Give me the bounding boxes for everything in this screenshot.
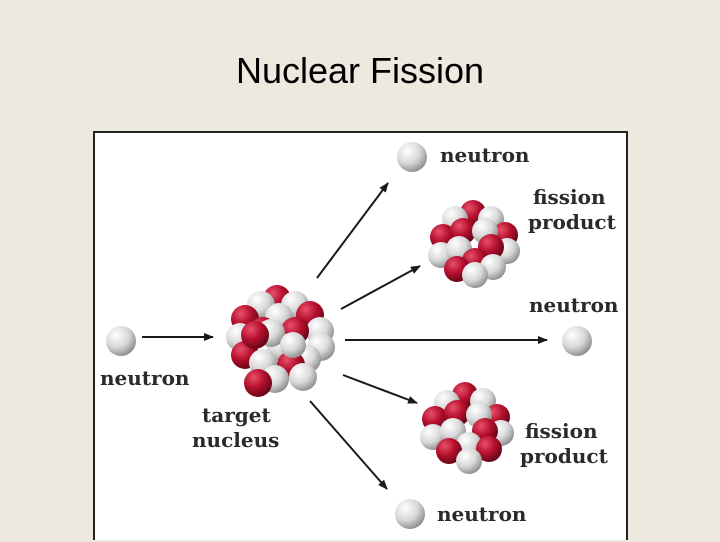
fission-product-top-particles: [428, 200, 520, 288]
target-nucleus-particles: [226, 285, 335, 397]
label-product-bottom-line2: product: [520, 444, 609, 468]
label-target-line2: nucleus: [192, 428, 279, 452]
label-product-bottom-line1: fission: [525, 419, 598, 443]
label-product-top-line1: fission: [533, 185, 606, 209]
slide-title: Nuclear Fission: [235, 50, 485, 91]
neutron-incoming-particle: [106, 326, 136, 356]
arrow-to-neutron-bottom: [309, 400, 388, 490]
label-product-top-line2: product: [528, 210, 617, 234]
neutron-top-particle: [397, 142, 427, 172]
arrow-to-neutron-top: [316, 182, 389, 279]
neutron-bottom-particle: [395, 499, 425, 529]
fission-diagram-panel: neutron target nucleus neutron fission p…: [93, 131, 628, 540]
label-target-line1: target: [202, 403, 271, 427]
fission-product-bottom-particles: [420, 382, 514, 474]
neutron-mid-particle: [562, 326, 592, 356]
label-neutron-bottom: neutron: [437, 502, 527, 526]
fission-diagram: neutron target nucleus neutron fission p…: [100, 142, 619, 529]
label-neutron-top: neutron: [440, 143, 530, 167]
arrows: [142, 182, 548, 490]
label-neutron-incoming: neutron: [100, 366, 190, 390]
label-neutron-mid: neutron: [529, 293, 619, 317]
arrow-to-product-bottom: [342, 374, 418, 404]
arrow-to-product-top: [340, 265, 421, 310]
